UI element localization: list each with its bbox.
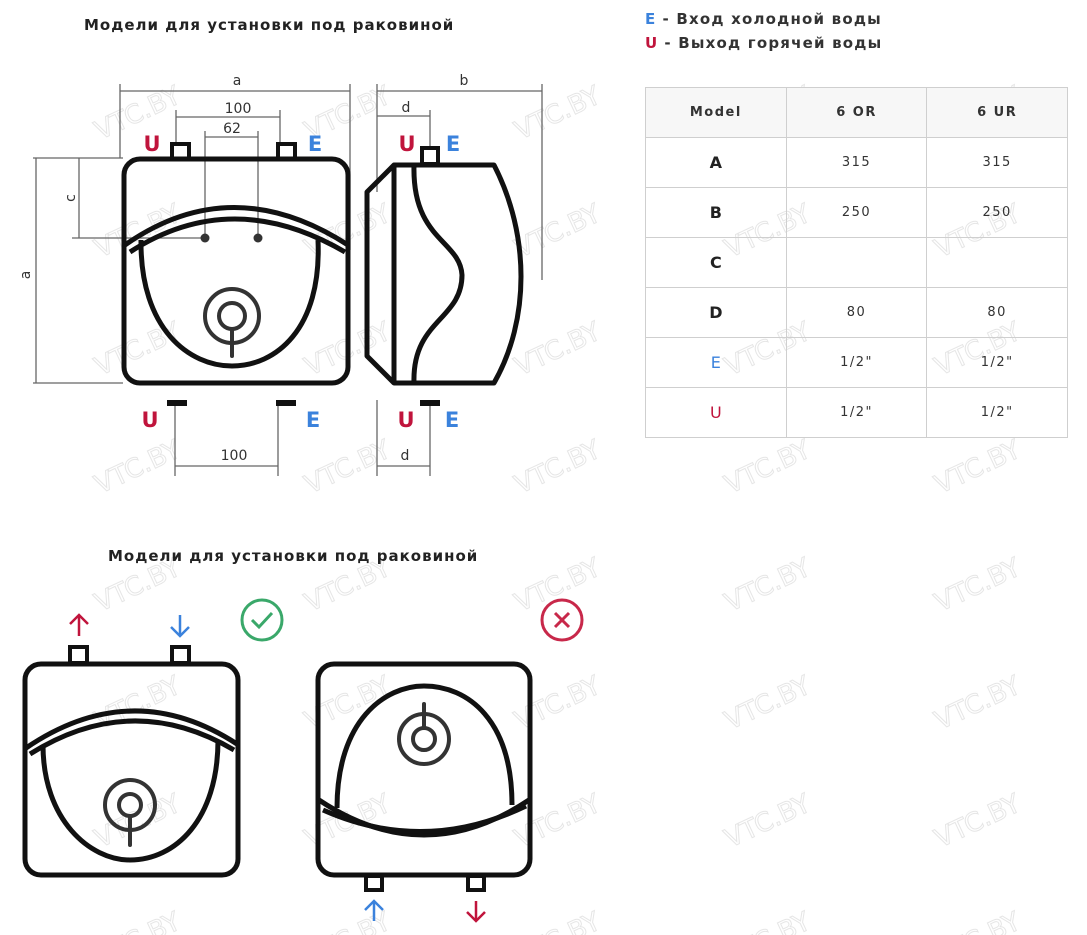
dimension-lines bbox=[376, 84, 543, 476]
label-e-bottom: E bbox=[306, 408, 320, 432]
top-section-title: Модели для установки под раковиной bbox=[84, 16, 455, 34]
cell: 1/2" bbox=[785, 337, 928, 388]
dim-c-label: c bbox=[63, 194, 79, 202]
row-label: C bbox=[645, 237, 787, 288]
bottom-fittings bbox=[167, 400, 296, 406]
label-u-top: U bbox=[143, 132, 160, 156]
label-e-top: E bbox=[446, 132, 460, 156]
heater-body bbox=[121, 156, 351, 386]
heater-body bbox=[315, 661, 533, 878]
dim-a-vertical-label: a bbox=[18, 271, 34, 280]
table-header-row: Model 6 OR 6 UR bbox=[645, 87, 1068, 138]
x-circle-icon bbox=[540, 598, 584, 642]
heater-arc bbox=[123, 205, 350, 248]
cell: 250 bbox=[785, 187, 928, 238]
legend-dash: - bbox=[664, 34, 672, 52]
heater-dome bbox=[138, 239, 321, 369]
legend-text: Выход горячей воды bbox=[678, 34, 883, 52]
dim-100-label: 100 bbox=[225, 101, 252, 117]
dim-a-label: a bbox=[233, 73, 242, 89]
heater-arc-inner bbox=[128, 216, 347, 255]
row-label: D bbox=[645, 287, 787, 338]
cold-in-arrow-down-icon bbox=[170, 615, 190, 638]
cell: 1/2" bbox=[926, 387, 1068, 438]
hot-out-arrow-down-icon bbox=[466, 901, 486, 923]
legend-key-e: E bbox=[645, 10, 657, 28]
pipe-top bbox=[420, 146, 440, 166]
bottom-fitting bbox=[420, 400, 440, 406]
legend-dash: - bbox=[662, 10, 670, 28]
cell: 1/2" bbox=[926, 337, 1068, 388]
header-cell: 6 UR bbox=[926, 87, 1068, 138]
legend-item-hot-outlet: U- Выход горячей воды bbox=[645, 34, 882, 52]
label-u-bottom: U bbox=[397, 408, 414, 432]
dim-d-label: d bbox=[402, 100, 411, 116]
label-u-bottom: U bbox=[141, 408, 158, 432]
cold-in-arrow-up-icon bbox=[364, 899, 384, 921]
wrong-installation bbox=[315, 598, 584, 923]
side-view-diagram: b d d U E U E bbox=[364, 73, 543, 476]
mount-hole bbox=[253, 233, 263, 243]
correct-installation bbox=[22, 598, 284, 878]
heater-body bbox=[22, 661, 241, 878]
hot-out-arrow-up-icon bbox=[69, 613, 89, 636]
cell: 1/2" bbox=[785, 387, 928, 438]
legend-key-u: U bbox=[645, 34, 659, 52]
dim-62-label: 62 bbox=[223, 121, 241, 137]
front-panel bbox=[364, 162, 397, 386]
bottom-section-title: Модели для установки под раковиной bbox=[108, 547, 479, 565]
label-u-top: U bbox=[398, 132, 415, 156]
side-wave bbox=[411, 164, 465, 384]
thermostat-knob-icon bbox=[103, 778, 157, 847]
dim-100-bottom-label: 100 bbox=[221, 448, 248, 464]
thermostat-knob-icon bbox=[397, 702, 451, 766]
header-cell: Model bbox=[645, 87, 787, 138]
side-body bbox=[394, 162, 524, 386]
table-row: C bbox=[645, 237, 1068, 288]
front-view-diagram: a 100 62 c a 100 U E U E bbox=[18, 73, 351, 476]
cell: 80 bbox=[785, 287, 928, 338]
legend-item-cold-inlet: E- Вход холодной воды bbox=[645, 10, 882, 28]
mount-hole bbox=[200, 233, 210, 243]
cell: 80 bbox=[926, 287, 1068, 338]
label-e-bottom: E bbox=[445, 408, 459, 432]
row-label: A bbox=[645, 137, 787, 188]
check-circle-icon bbox=[240, 598, 284, 642]
legend-text: Вход холодной воды bbox=[676, 10, 882, 28]
dim-b-label: b bbox=[460, 73, 469, 89]
dim-d-bottom-label: d bbox=[401, 448, 410, 464]
thermostat-knob-icon bbox=[203, 287, 261, 358]
cell: 250 bbox=[926, 187, 1068, 238]
label-e-top: E bbox=[308, 132, 322, 156]
dimension-lines bbox=[33, 84, 351, 476]
row-label: U bbox=[645, 387, 787, 438]
